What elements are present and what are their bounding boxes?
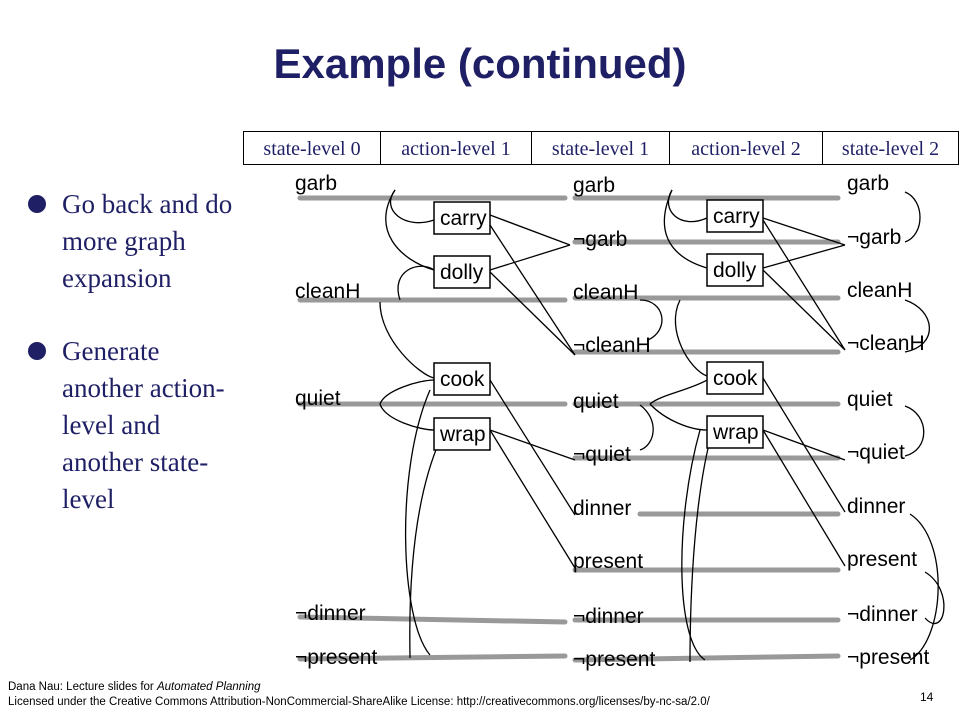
- link-arc: [904, 405, 925, 457]
- bullet-text: Generate another action-level and anothe…: [62, 336, 225, 514]
- link-arc: [489, 379, 576, 516]
- state0-label-not-dinner: ¬dinner: [295, 602, 366, 625]
- action1-label-cook: cook: [440, 368, 485, 391]
- link-arc: [904, 191, 921, 243]
- header-state-level-2: state-level 2: [822, 131, 959, 165]
- action2-label-carry: carry: [713, 205, 760, 228]
- state2-label-not-quiet: ¬quiet: [847, 441, 905, 464]
- link-arc: [489, 214, 571, 271]
- link-arc: [379, 379, 435, 405]
- state1-label-garb: garb: [573, 174, 615, 197]
- state2-label-cleanh: cleanH: [847, 279, 912, 302]
- action2-label-wrap: wrap: [712, 421, 759, 444]
- state1-label-present: present: [573, 550, 643, 573]
- header-state-level-1: state-level 1: [531, 131, 670, 165]
- link-arc: [397, 265, 435, 301]
- state1-label-quiet: quiet: [573, 390, 619, 413]
- link-arc: [674, 299, 708, 377]
- state2-label-not-present: ¬present: [847, 646, 929, 669]
- link-arc: [649, 379, 708, 405]
- state0-label-not-present: ¬present: [295, 646, 377, 669]
- link-arc: [909, 513, 939, 661]
- link-arc: [649, 403, 708, 431]
- state0-label-garb: garb: [295, 172, 337, 195]
- state1-label-not-present: ¬present: [573, 648, 655, 671]
- link-arc: [379, 301, 435, 379]
- bullet-item: Go back and do more graph expansion: [28, 186, 238, 297]
- action1-label-dolly: dolly: [440, 261, 484, 284]
- action2-label-dolly: dolly: [713, 259, 757, 282]
- state0-label-cleanh: cleanH: [295, 280, 360, 303]
- link-arc: [489, 429, 576, 569]
- action2-box-cook: [706, 361, 764, 395]
- footer: Dana Nau: Lecture slides for Automated P…: [8, 680, 710, 710]
- state2-label-present: present: [847, 548, 917, 571]
- link-arc: [689, 439, 711, 663]
- persistence-line: [572, 653, 841, 663]
- link-arc: [762, 219, 846, 351]
- graph-lines: [297, 195, 841, 663]
- action2-box-wrap: [706, 415, 764, 449]
- footer-credit: Dana Nau: Lecture slides for: [8, 681, 157, 693]
- level-header-row: state-level 0 action-level 1 state-level…: [243, 131, 959, 165]
- state2-label-dinner: dinner: [847, 495, 905, 518]
- action2-label-cook: cook: [713, 367, 758, 390]
- link-arc: [489, 271, 576, 356]
- state1-label-cleanh: cleanH: [573, 281, 638, 304]
- link-arc: [385, 189, 435, 271]
- persistence-line: [297, 653, 568, 662]
- bullet-text: Go back and do more graph expansion: [62, 189, 233, 293]
- link-arc: [663, 189, 708, 269]
- state1-label-not-dinner: ¬dinner: [573, 605, 644, 628]
- state1-label-not-quiet: ¬quiet: [573, 443, 631, 466]
- action-boxes: [433, 199, 764, 451]
- action2-box-carry: [706, 199, 764, 233]
- link-arc: [489, 224, 576, 356]
- state1-label-dinner: dinner: [573, 497, 631, 520]
- state2-label-garb: garb: [847, 172, 889, 195]
- bullet-dot-icon: [28, 195, 46, 213]
- action1-label-wrap: wrap: [439, 423, 486, 446]
- link-arc: [379, 403, 435, 431]
- bullet-list: Go back and do more graph expansion Gene…: [28, 186, 238, 554]
- action1-label-carry: carry: [440, 207, 487, 230]
- state2-label-not-garb: ¬garb: [847, 226, 901, 249]
- bullet-dot-icon: [28, 342, 46, 360]
- footer-book-title: Automated Planning: [156, 681, 261, 693]
- state0-label-quiet: quiet: [295, 387, 341, 410]
- footer-license: Licensed under the Creative Commons Attr…: [8, 696, 710, 708]
- action1-box-carry: [433, 201, 491, 235]
- link-arc: [681, 429, 706, 661]
- state2-label-quiet: quiet: [847, 388, 893, 411]
- link-arc: [904, 299, 930, 353]
- state2-label-not-cleanh: ¬cleanH: [847, 332, 925, 355]
- link-arc: [639, 404, 654, 451]
- action1-box-dolly: [433, 255, 491, 289]
- action1-box-cook: [433, 362, 491, 396]
- link-arc: [489, 429, 576, 461]
- action2-box-dolly: [706, 253, 764, 287]
- graph-arcs: [379, 189, 945, 663]
- graph-labels: garb cleanH quiet ¬dinner ¬present garb ¬garb c…: [295, 172, 929, 671]
- link-arc: [389, 189, 435, 224]
- bullet-item: Generate another action-level and anothe…: [28, 333, 238, 518]
- page-number: 14: [920, 690, 934, 704]
- link-arc: [762, 217, 846, 269]
- link-arc: [409, 439, 441, 659]
- persistence-line: [297, 614, 568, 625]
- slide-title: Example (continued): [273, 40, 687, 87]
- state2-label-not-dinner: ¬dinner: [847, 603, 918, 626]
- state1-label-not-garb: ¬garb: [573, 228, 627, 251]
- state1-label-not-cleanh: ¬cleanH: [573, 334, 651, 357]
- link-arc: [667, 189, 708, 223]
- link-arc: [924, 571, 945, 625]
- link-arc: [762, 429, 846, 461]
- header-state-level-0: state-level 0: [243, 131, 381, 165]
- action1-box-wrap: [433, 417, 491, 451]
- link-arc: [404, 389, 431, 656]
- link-arc: [639, 299, 663, 341]
